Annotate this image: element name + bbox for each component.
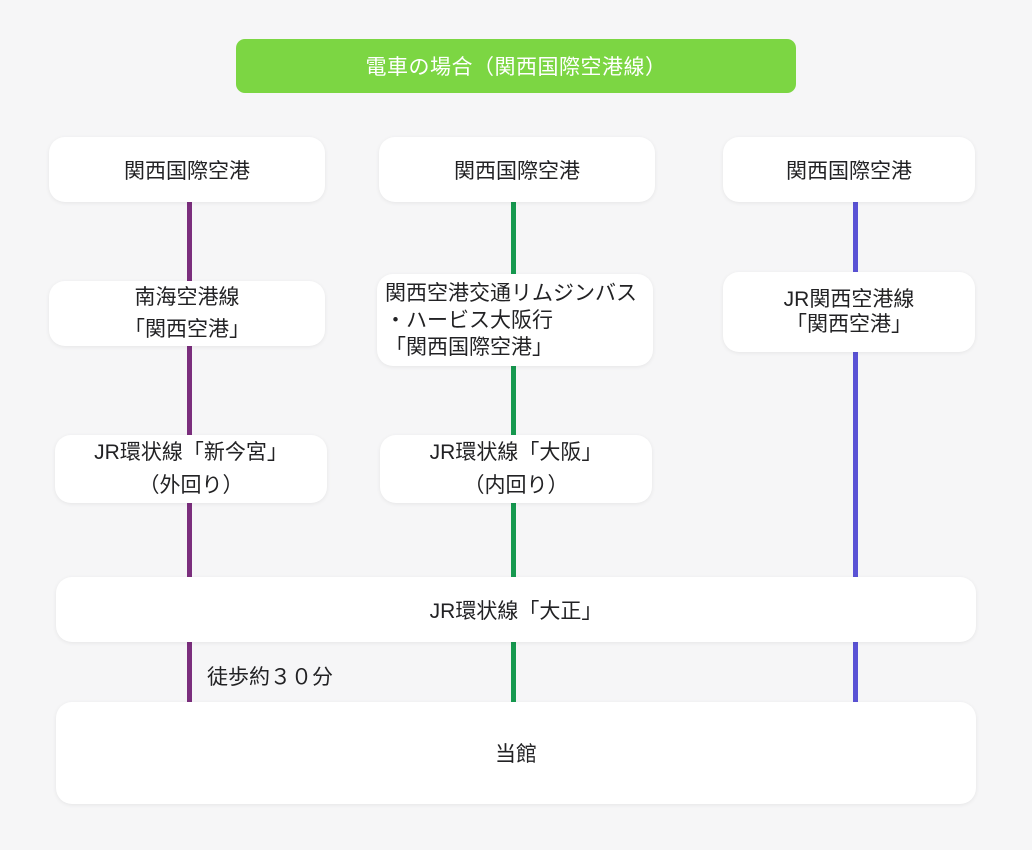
- node-kansai-airport-nankai: 関西国際空港: [49, 137, 325, 202]
- node-label-line2: （内回り）: [463, 474, 569, 497]
- node-label-line1: JR環状線「新今宮」: [94, 441, 288, 464]
- jr-route-line: [853, 202, 858, 703]
- node-kansai-airport-jr: 関西国際空港: [723, 137, 975, 202]
- node-label-line1: 南海空港線: [134, 285, 240, 309]
- node-label-line2: 「関西空港」: [124, 317, 250, 341]
- diagram-title-label: 電車の場合（関西国際空港線）: [365, 56, 667, 79]
- node-label: 関西国際空港: [454, 159, 580, 183]
- node-label: 関西国際空港: [124, 159, 250, 183]
- node-destination: 当館: [56, 702, 976, 804]
- node-label-line3: 「関西国際空港」: [385, 335, 553, 359]
- diagram-title-banner: 電車の場合（関西国際空港線）: [236, 39, 796, 93]
- node-nankai-airport-line: 南海空港線 「関西空港」: [49, 281, 325, 346]
- node-label-line1: 関西空港交通リムジンバス: [385, 281, 637, 305]
- node-label: JR環状線「大正」: [429, 599, 603, 623]
- node-label-line1: JR環状線「大阪」: [429, 441, 603, 464]
- node-kansai-airport-limousine: 関西国際空港: [379, 137, 655, 202]
- node-jr-loop-osaka: JR環状線「大阪」 （内回り）: [380, 435, 652, 503]
- node-label-line2: ・ハービス大阪行: [385, 308, 553, 332]
- node-label-line2: 「関西空港」: [786, 313, 912, 336]
- node-label-line1: JR関西空港線: [783, 288, 915, 311]
- walk-duration-note: 徒歩約３０分: [207, 666, 333, 689]
- node-jr-loop-shin-imamiya: JR環状線「新今宮」 （外回り）: [55, 435, 327, 503]
- node-jr-kansai-airport-line: JR関西空港線 「関西空港」: [723, 272, 975, 352]
- node-label-line2: （外回り）: [138, 474, 244, 497]
- node-limousine-bus: 関西空港交通リムジンバス ・ハービス大阪行 「関西国際空港」: [377, 274, 653, 366]
- node-jr-loop-taisho: JR環状線「大正」: [56, 577, 976, 642]
- node-label: 当館: [495, 743, 537, 766]
- node-label: 関西国際空港: [786, 159, 912, 183]
